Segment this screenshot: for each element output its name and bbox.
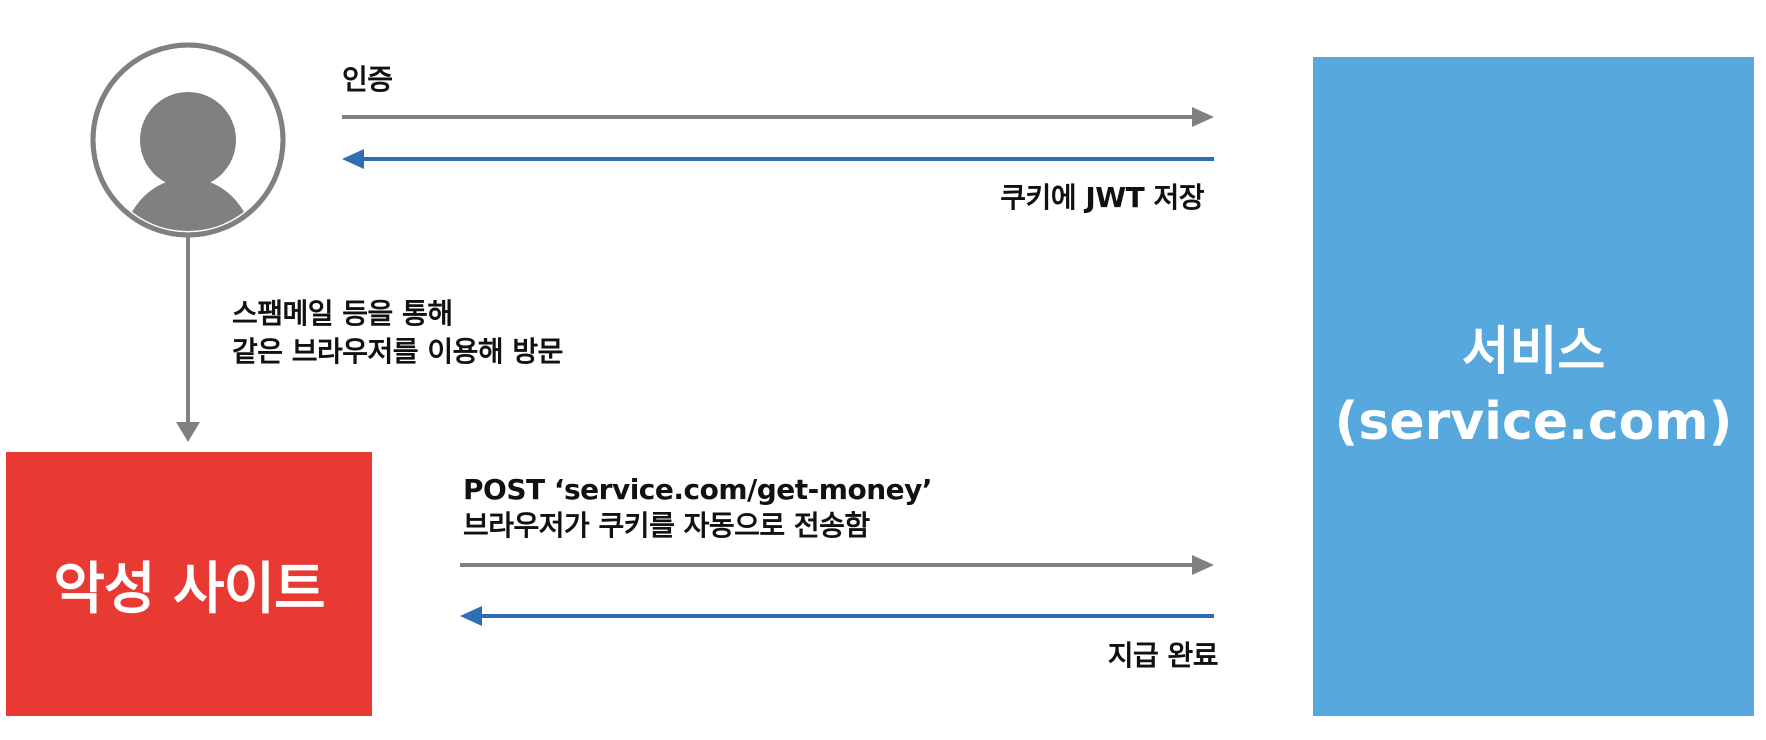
cookie-label: 쿠키에 JWT 저장 <box>1000 181 1204 214</box>
auth-arrow <box>342 107 1214 127</box>
auth-label: 인증 <box>342 63 393 96</box>
malicious-site-label: 악성 사이트 <box>53 556 325 622</box>
done-label: 지급 완료 <box>1107 639 1219 672</box>
visit-arrow <box>176 236 200 442</box>
service-box: 서비스 (service.com) <box>1313 57 1754 716</box>
service-label-line2: (service.com) <box>1334 391 1733 452</box>
malicious-site-box: 악성 사이트 <box>6 452 372 716</box>
visit-label-line2: 같은 브라우저를 이용해 방문 <box>232 335 563 368</box>
service-label-line1: 서비스 <box>1461 321 1606 382</box>
visit-label-line1: 스팸메일 등을 통해 <box>232 297 453 330</box>
user-avatar-icon <box>90 42 286 238</box>
post-label-line2: 브라우저가 쿠키를 자동으로 전송함 <box>463 509 870 542</box>
post-arrow <box>460 555 1214 575</box>
done-arrow <box>460 606 1214 626</box>
cookie-arrow <box>342 149 1214 169</box>
post-label-line1: POST ‘service.com/get-money’ <box>463 473 933 506</box>
